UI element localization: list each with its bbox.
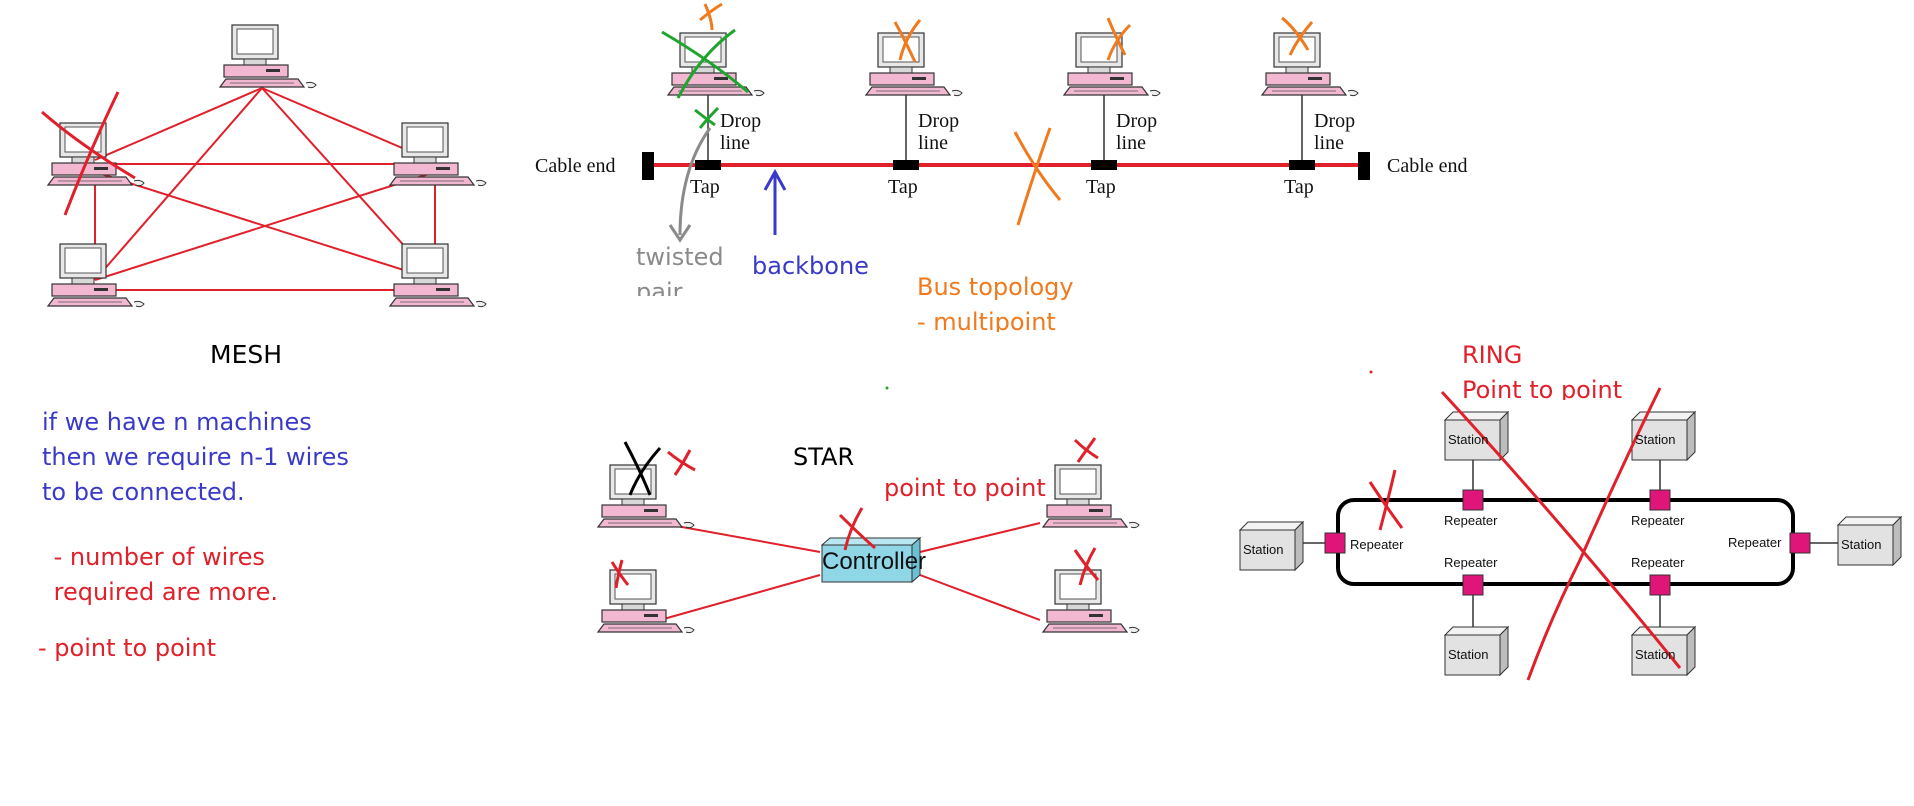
- mesh-computer-bottom-left: [47, 243, 145, 308]
- tap-label-4: Tap: [1284, 176, 1314, 198]
- ring-repeaters: [1324, 489, 1811, 596]
- bus-topology-note: Bus topology - multipoint: [917, 273, 1074, 332]
- mesh-links: [94, 87, 436, 291]
- stray-dot-green: [885, 386, 889, 390]
- stray-dot-red: [1369, 370, 1373, 374]
- star-computer-bottom-right: [1042, 569, 1140, 634]
- ring-red-cross-marks: [1368, 387, 1682, 681]
- bus-computer-1: [667, 32, 765, 97]
- backbone-arrowhead: [763, 168, 787, 191]
- tap-label-3: Tap: [1086, 176, 1116, 198]
- tap-label-1: Tap: [690, 176, 720, 198]
- ring-station-links: [1296, 460, 1838, 628]
- star-label: STAR: [793, 443, 855, 471]
- ring-loop: [1336, 498, 1795, 586]
- cable-end-right-label: Cable end: [1387, 155, 1468, 177]
- cable-end-left-terminator: [642, 152, 654, 180]
- controller-label: Controller: [822, 548, 927, 575]
- twisted-pair-arrow: [678, 127, 712, 236]
- bus-computer-2: [865, 32, 963, 97]
- mesh-computer-top: [219, 24, 317, 89]
- bus-computer-3: [1063, 32, 1161, 97]
- mesh-computer-right: [389, 122, 487, 187]
- star-point-to-point: point to point: [884, 474, 1046, 502]
- repeater-label-bottom-left: Repeater: [1444, 555, 1498, 570]
- bus-green-cross-marks: [661, 28, 749, 129]
- station-label-bottom-right: Station: [1635, 647, 1676, 662]
- cable-end-left-label: Cable end: [535, 155, 616, 177]
- backbone-note: backbone: [752, 252, 869, 280]
- mesh-cross-mark: [41, 91, 136, 216]
- ring-stations: [1238, 410, 1903, 677]
- station-label-top-right: Station: [1635, 432, 1676, 447]
- twisted-pair-note: twisted pair: [636, 243, 724, 296]
- repeater-label-top-right: Repeater: [1631, 513, 1685, 528]
- mesh-note: if we have n machines then we require n-…: [42, 408, 349, 506]
- drop-line-label-4: Drop line: [1314, 110, 1356, 154]
- star-computer-bottom-left: [597, 569, 695, 634]
- star-computer-top-right: [1042, 464, 1140, 529]
- station-label-bottom-left: Station: [1448, 647, 1489, 662]
- star-computer-top-left: [597, 464, 695, 529]
- bus-computer-4: [1261, 32, 1359, 97]
- drop-line-label-3: Drop line: [1116, 110, 1158, 154]
- bus-orange-cross-marks: [699, 2, 1314, 226]
- tap-label-2: Tap: [888, 176, 918, 198]
- mesh-label: MESH: [210, 340, 283, 369]
- star-black-cross-mark: [623, 441, 662, 496]
- repeater-label-right: Repeater: [1728, 535, 1782, 550]
- drop-line-label-2: Drop line: [918, 110, 960, 154]
- ring-note: RING Point to point: [1462, 341, 1623, 400]
- mesh-computer-bottom-right: [389, 243, 487, 308]
- repeater-label-top-left: Repeater: [1444, 513, 1498, 528]
- drop-line-label-1: Drop line: [720, 110, 762, 154]
- station-label-left: Station: [1243, 542, 1284, 557]
- bus-taps: [695, 160, 1315, 170]
- mesh-point-to-point: - point to point: [38, 634, 217, 662]
- cable-end-right-terminator: [1358, 152, 1370, 180]
- twisted-pair-arrowhead: [668, 224, 692, 243]
- repeater-label-bottom-right: Repeater: [1631, 555, 1685, 570]
- station-label-top-left: Station: [1448, 432, 1489, 447]
- mesh-wires-note: - number of wires required are more.: [53, 543, 279, 606]
- station-label-right: Station: [1841, 537, 1882, 552]
- star-red-cross-marks: [610, 437, 1100, 589]
- repeater-label-left: Repeater: [1350, 537, 1404, 552]
- bus-drop-lines: [707, 95, 1303, 160]
- star-links: [659, 522, 1041, 621]
